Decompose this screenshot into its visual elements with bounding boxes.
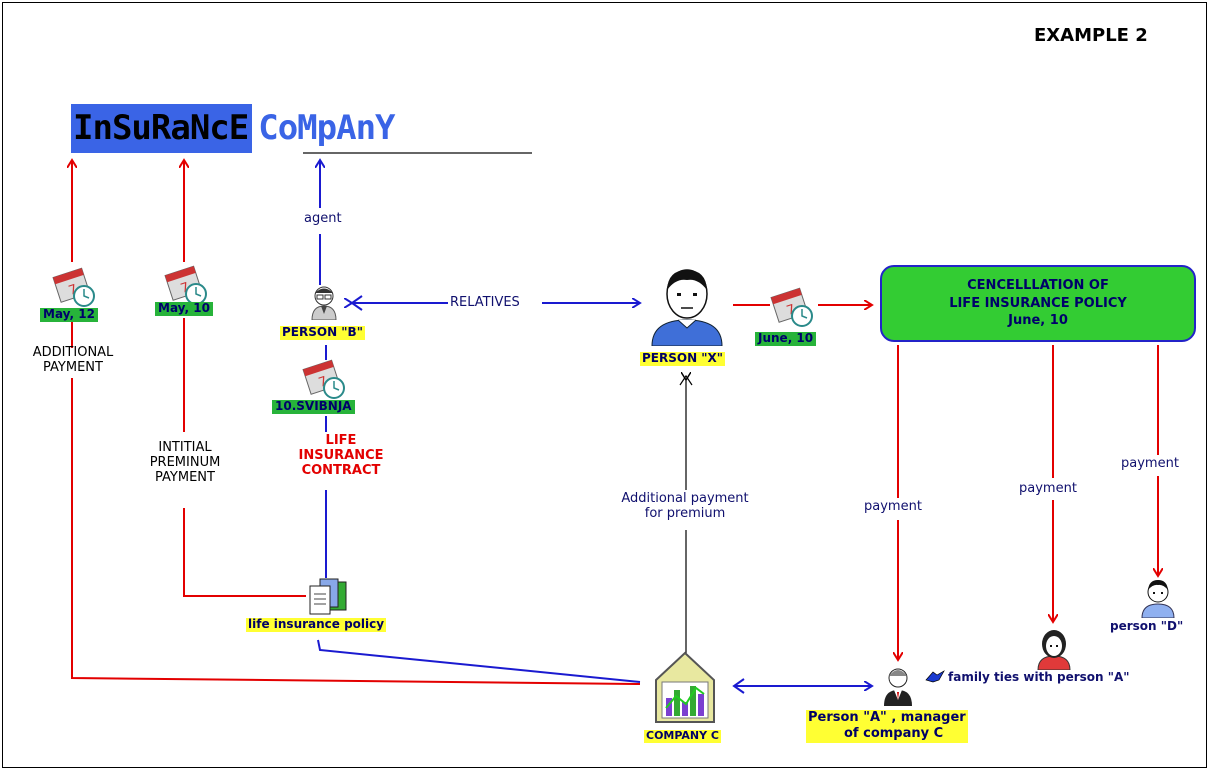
manager-person-icon	[884, 668, 912, 706]
handshake-icon	[925, 670, 945, 683]
date-may12: May, 12	[40, 307, 98, 322]
documents-icon	[309, 578, 347, 615]
cancellation-box: CENCELLLATION OF LIFE INSURANCE POLICY J…	[880, 265, 1196, 342]
company-c-label: COMPANY C	[644, 729, 722, 743]
agent-label: agent	[304, 211, 342, 226]
company-building-icon	[655, 651, 715, 723]
insurance-company-logo: InSuRaNcE CoMpAnY	[71, 104, 396, 153]
policy-label: life insurance policy	[246, 617, 387, 632]
payment-label-c: payment	[1121, 456, 1179, 471]
date-june10: June, 10	[755, 331, 817, 346]
person-icon	[651, 269, 723, 346]
family-ties-label: family ties with person "A"	[948, 670, 1130, 684]
initial-payment-line	[183, 508, 306, 597]
person-b-label: PERSON "B"	[280, 325, 365, 340]
person-x-label: PERSON "X"	[640, 351, 726, 366]
example-label: EXAMPLE 2	[1034, 25, 1148, 46]
relatives-label: RELATIVES	[450, 295, 520, 310]
calendar-clock-icon: 7	[770, 287, 813, 327]
logo-part1: InSuRaNcE	[71, 104, 253, 153]
calendar-clock-icon: 7	[52, 267, 95, 307]
cancellation-line1: CENCELLLATION OF	[967, 278, 1109, 294]
calendar-clock-icon: 7	[302, 359, 345, 399]
calendar-clock-icon: 7	[164, 265, 207, 305]
policy-company-line	[317, 639, 641, 683]
person-d-label: person "D"	[1110, 619, 1184, 633]
logo-part2: CoMpAnY	[258, 108, 395, 148]
payment-label-b: payment	[1019, 481, 1077, 496]
payment-label-a: payment	[864, 499, 922, 514]
date-may10: May, 10	[155, 301, 213, 316]
agent-person-icon	[311, 286, 337, 320]
cancellation-line2: LIFE INSURANCE POLICY	[949, 295, 1127, 311]
date-svibnja: 10.SVIBNJA	[272, 399, 355, 414]
woman-person-icon	[1037, 630, 1071, 670]
additional-payment-line	[71, 378, 641, 685]
person-icon	[1141, 580, 1175, 618]
cancellation-line3: June, 10	[1008, 313, 1068, 329]
logo-underline	[303, 152, 532, 154]
